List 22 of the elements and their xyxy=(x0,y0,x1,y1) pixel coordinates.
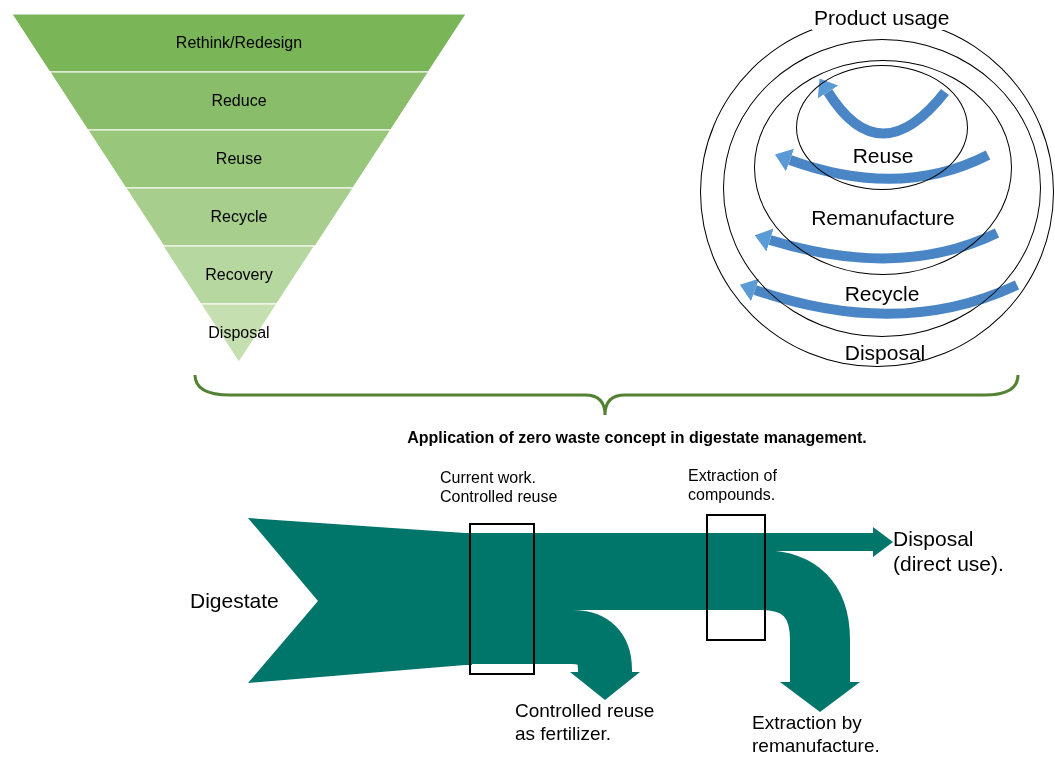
output-label: Controlled reuse as fertilizer. xyxy=(515,700,656,746)
stage-label: Disposal xyxy=(843,340,927,366)
level-label: Reduce xyxy=(210,91,268,111)
nested-circle xyxy=(723,39,1041,337)
nested-circle xyxy=(796,65,968,190)
caption: Application of zero waste concept in digestate management. xyxy=(406,428,868,448)
source-label: Digestate xyxy=(190,588,279,614)
flow-arrow xyxy=(472,527,893,557)
nested-circle xyxy=(754,60,1012,275)
stage-label: Recycle xyxy=(843,281,921,307)
stage-label: Reuse xyxy=(851,143,915,169)
stage-label: Remanufacture xyxy=(810,205,956,231)
flow-arrow xyxy=(472,550,860,712)
output-label: Extraction by remanufacture. xyxy=(752,712,881,758)
level-label: Disposal xyxy=(207,323,271,343)
stage-note: Current work. Controlled reuse xyxy=(440,468,559,507)
level-label: Recycle xyxy=(209,207,269,227)
level-label: Rethink/Redesign xyxy=(174,33,304,53)
level-label: Reuse xyxy=(214,149,264,169)
level-label: Recovery xyxy=(204,265,274,285)
stage-note: Extraction of compounds. xyxy=(688,466,778,505)
output-label: Disposal (direct use). xyxy=(893,526,1005,577)
